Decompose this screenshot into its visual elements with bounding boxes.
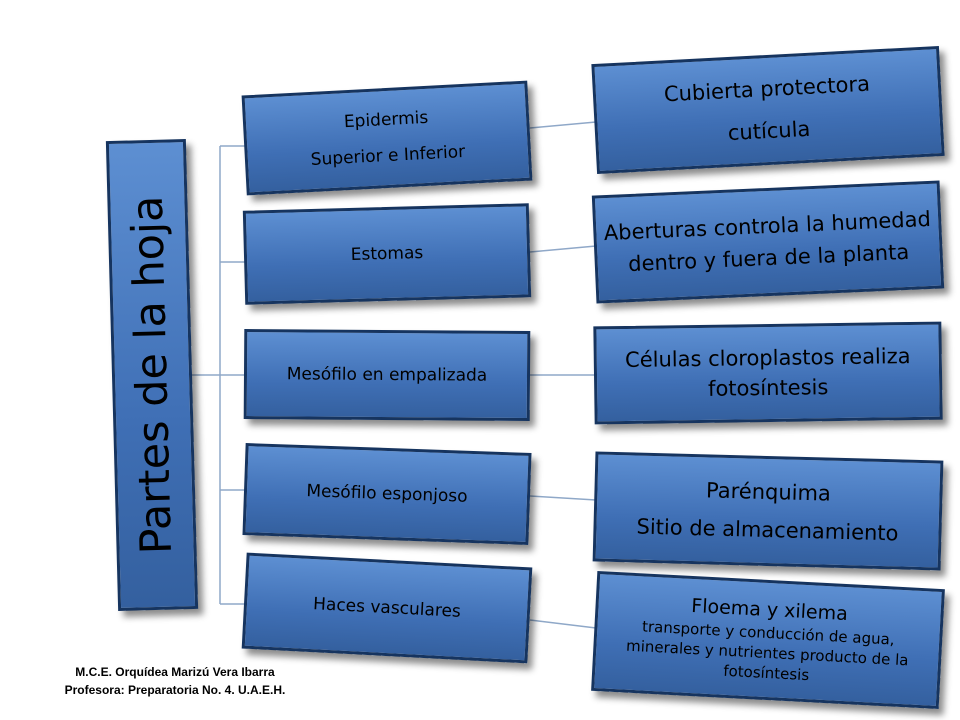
desc-text: Parénquima: [705, 478, 832, 506]
part-text: Superior e Inferior: [310, 141, 466, 171]
desc-text: Células cloroplastos realiza: [624, 344, 911, 372]
author-credit: M.C.E. Orquídea Marizú Vera Ibarra Profe…: [40, 663, 310, 699]
desc-subtext: fotosíntesis: [722, 661, 810, 685]
part-box-mesofilo-empalizada: Mesófilo en empalizada: [243, 329, 531, 421]
part-text: Epidermis: [343, 107, 429, 133]
desc-text: fotosíntesis: [707, 375, 829, 401]
link-haces-vasculares: [529, 619, 597, 629]
desc-box-mesofilo-esponjoso: Parénquima Sitio de almacenamiento: [592, 451, 944, 571]
link-mesofilo-esponjoso: [529, 495, 597, 501]
part-box-mesofilo-esponjoso: Mesófilo esponjoso: [242, 443, 532, 545]
part-text: Haces vasculares: [312, 594, 462, 622]
link-estomas: [529, 245, 597, 253]
part-box-estomas: Estomas: [242, 203, 532, 305]
author-name: M.C.E. Orquídea Marizú Vera Ibarra: [75, 665, 275, 679]
desc-text: Cubierta protectora: [663, 71, 871, 107]
desc-text: cutícula: [727, 116, 811, 146]
part-text: Mesófilo en empalizada: [286, 364, 488, 386]
part-box-epidermis: Epidermis Superior e Inferior: [241, 80, 533, 196]
part-text: Estomas: [350, 243, 424, 265]
root-box: Partes de la hoja: [105, 139, 199, 611]
desc-box-estomas: Aberturas controla la humedad dentro y f…: [591, 180, 945, 304]
root-label: Partes de la hoja: [122, 195, 182, 555]
link-epidermis: [529, 121, 597, 129]
part-text: Mesófilo esponjoso: [306, 481, 468, 507]
desc-text: Sitio de almacenamiento: [636, 514, 899, 546]
author-role: Profesora: Preparatoria No. 4. U.A.E.H.: [64, 683, 286, 697]
part-box-haces-vasculares: Haces vasculares: [241, 552, 533, 664]
desc-box-haces-vasculares: Floema y xilema transporte y conducción …: [591, 570, 945, 710]
desc-box-epidermis: Cubierta protectora cutícula: [591, 45, 945, 175]
desc-box-mesofilo-empalizada: Células cloroplastos realiza fotosíntesi…: [593, 321, 943, 425]
